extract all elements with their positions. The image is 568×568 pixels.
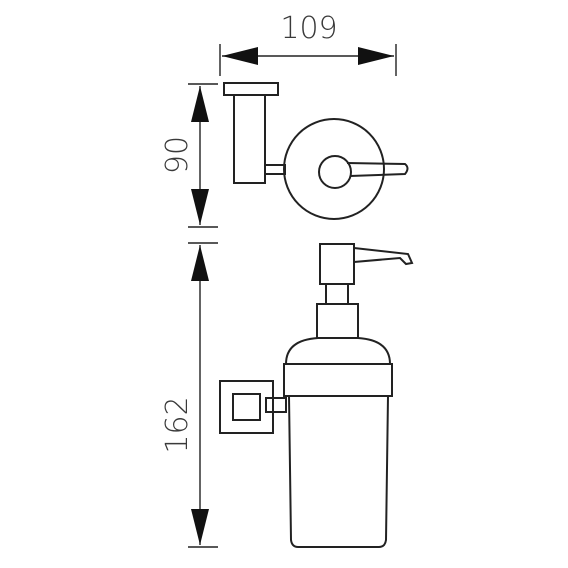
pump-neck (325, 283, 349, 305)
holder-height-dimension: 90 (160, 83, 218, 228)
width-arrow-left (222, 47, 258, 65)
total-arrow-top (191, 245, 209, 281)
holder-arrow-bottom (191, 189, 209, 225)
width-arrow-right (358, 47, 394, 65)
ring-inner (318, 155, 352, 189)
ring-holder-top-view (283, 118, 409, 220)
holder-band (283, 363, 393, 397)
wall-bracket-outer (219, 380, 274, 434)
wall-bracket-arm (265, 397, 287, 413)
bottle-shoulder (284, 337, 392, 365)
width-dimension: 109 (219, 11, 397, 76)
bracket-arm (264, 164, 286, 175)
pump-head (319, 243, 355, 285)
total-height-dimension: 162 (160, 242, 218, 548)
total-height-label: 162 (160, 396, 195, 453)
width-label: 109 (280, 11, 337, 46)
pump-spout-top (346, 162, 409, 177)
holder-height-label: 90 (160, 136, 195, 174)
pump-spout (353, 247, 414, 266)
bracket-post (233, 94, 266, 184)
wall-bracket-inner (232, 393, 261, 421)
bracket-top-cap (223, 82, 279, 96)
dispenser-front-view (219, 243, 414, 548)
pump-collar (316, 303, 359, 339)
holder-arrow-top (191, 86, 209, 122)
bottle-body (287, 395, 390, 548)
bracket-side-view (223, 82, 286, 184)
total-arrow-bottom (191, 509, 209, 545)
ring-outer (283, 118, 385, 220)
